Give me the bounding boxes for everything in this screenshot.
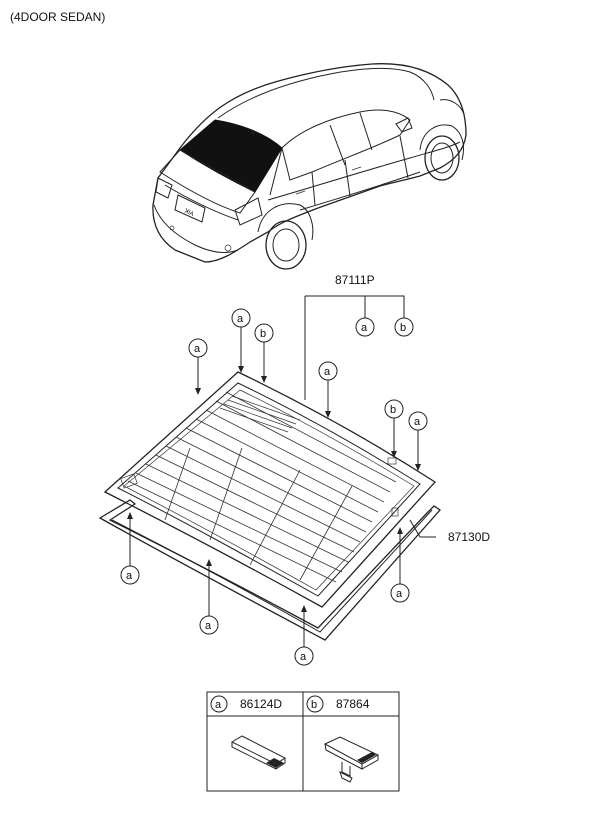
callout-a: a (324, 366, 331, 378)
legend-part-a: 86124D (240, 697, 282, 711)
defroster-grid (127, 391, 397, 583)
callout-a: a (414, 416, 421, 428)
part-number-87111P: 87111P (335, 273, 375, 287)
callout-b: b (400, 322, 406, 334)
leader-87111P (304, 295, 405, 400)
legend-part-b: 87864 (336, 697, 370, 711)
callout-a: a (205, 620, 212, 632)
clip-86124D-illustration (230, 735, 286, 770)
rear-glass-highlight (179, 119, 283, 193)
legend-key-a: a (215, 699, 222, 711)
callout-a: a (396, 588, 403, 600)
callout-b: b (260, 328, 266, 340)
variant-label: (4DOOR SEDAN) (10, 10, 105, 24)
svg-text:ꓘIA: ꓘIA (182, 207, 195, 218)
callout-a: a (300, 651, 307, 663)
callout-a: a (126, 570, 133, 582)
callout-b: b (390, 404, 396, 416)
part-number-87130D: 87130D (448, 530, 490, 544)
callouts: a b a a b a b a a (120, 308, 428, 666)
callout-a: a (194, 343, 201, 355)
legend-key-b: b (311, 699, 317, 711)
callout-a: a (237, 313, 244, 325)
rear-glass-assembly (98, 371, 441, 641)
legend-table: a 86124D b 87864 (206, 691, 400, 792)
car-illustration: ꓘIA (152, 63, 467, 270)
clip-87864-illustration (323, 736, 380, 783)
callout-a: a (361, 322, 368, 334)
